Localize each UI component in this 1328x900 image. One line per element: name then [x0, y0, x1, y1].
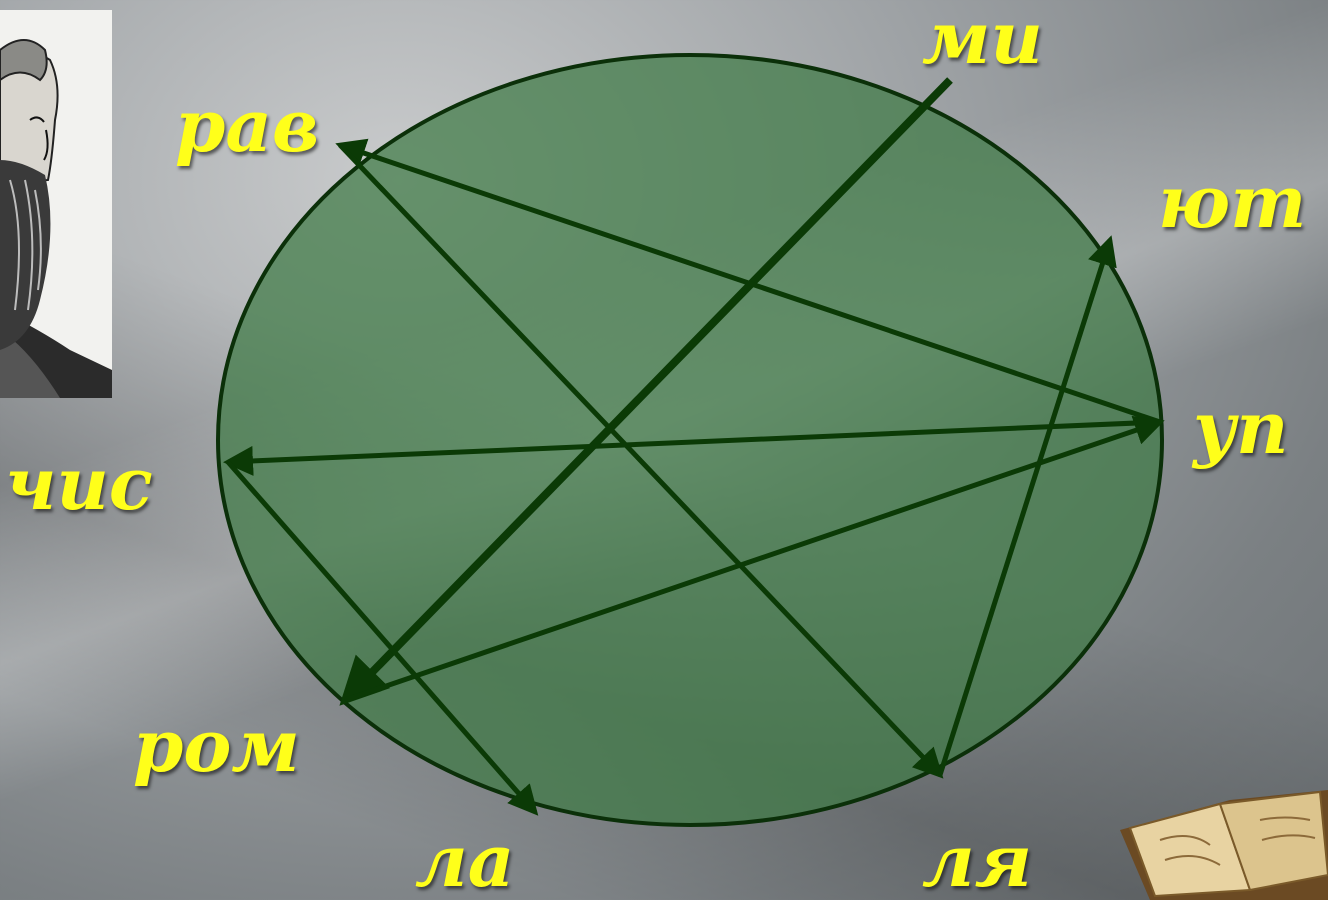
syllable-label-rav: рав: [175, 90, 319, 162]
syllable-label-up: уп: [1193, 392, 1288, 464]
syllable-label-lya: ля: [922, 825, 1032, 897]
syllable-label-chis: чис: [5, 448, 153, 520]
syllable-label-la: ла: [415, 825, 514, 897]
syllable-label-yut: ют: [1158, 166, 1306, 238]
open-book-icon: [1110, 770, 1328, 900]
syllable-label-rom: ром: [133, 710, 300, 782]
syllable-label-mi: ми: [922, 2, 1043, 74]
